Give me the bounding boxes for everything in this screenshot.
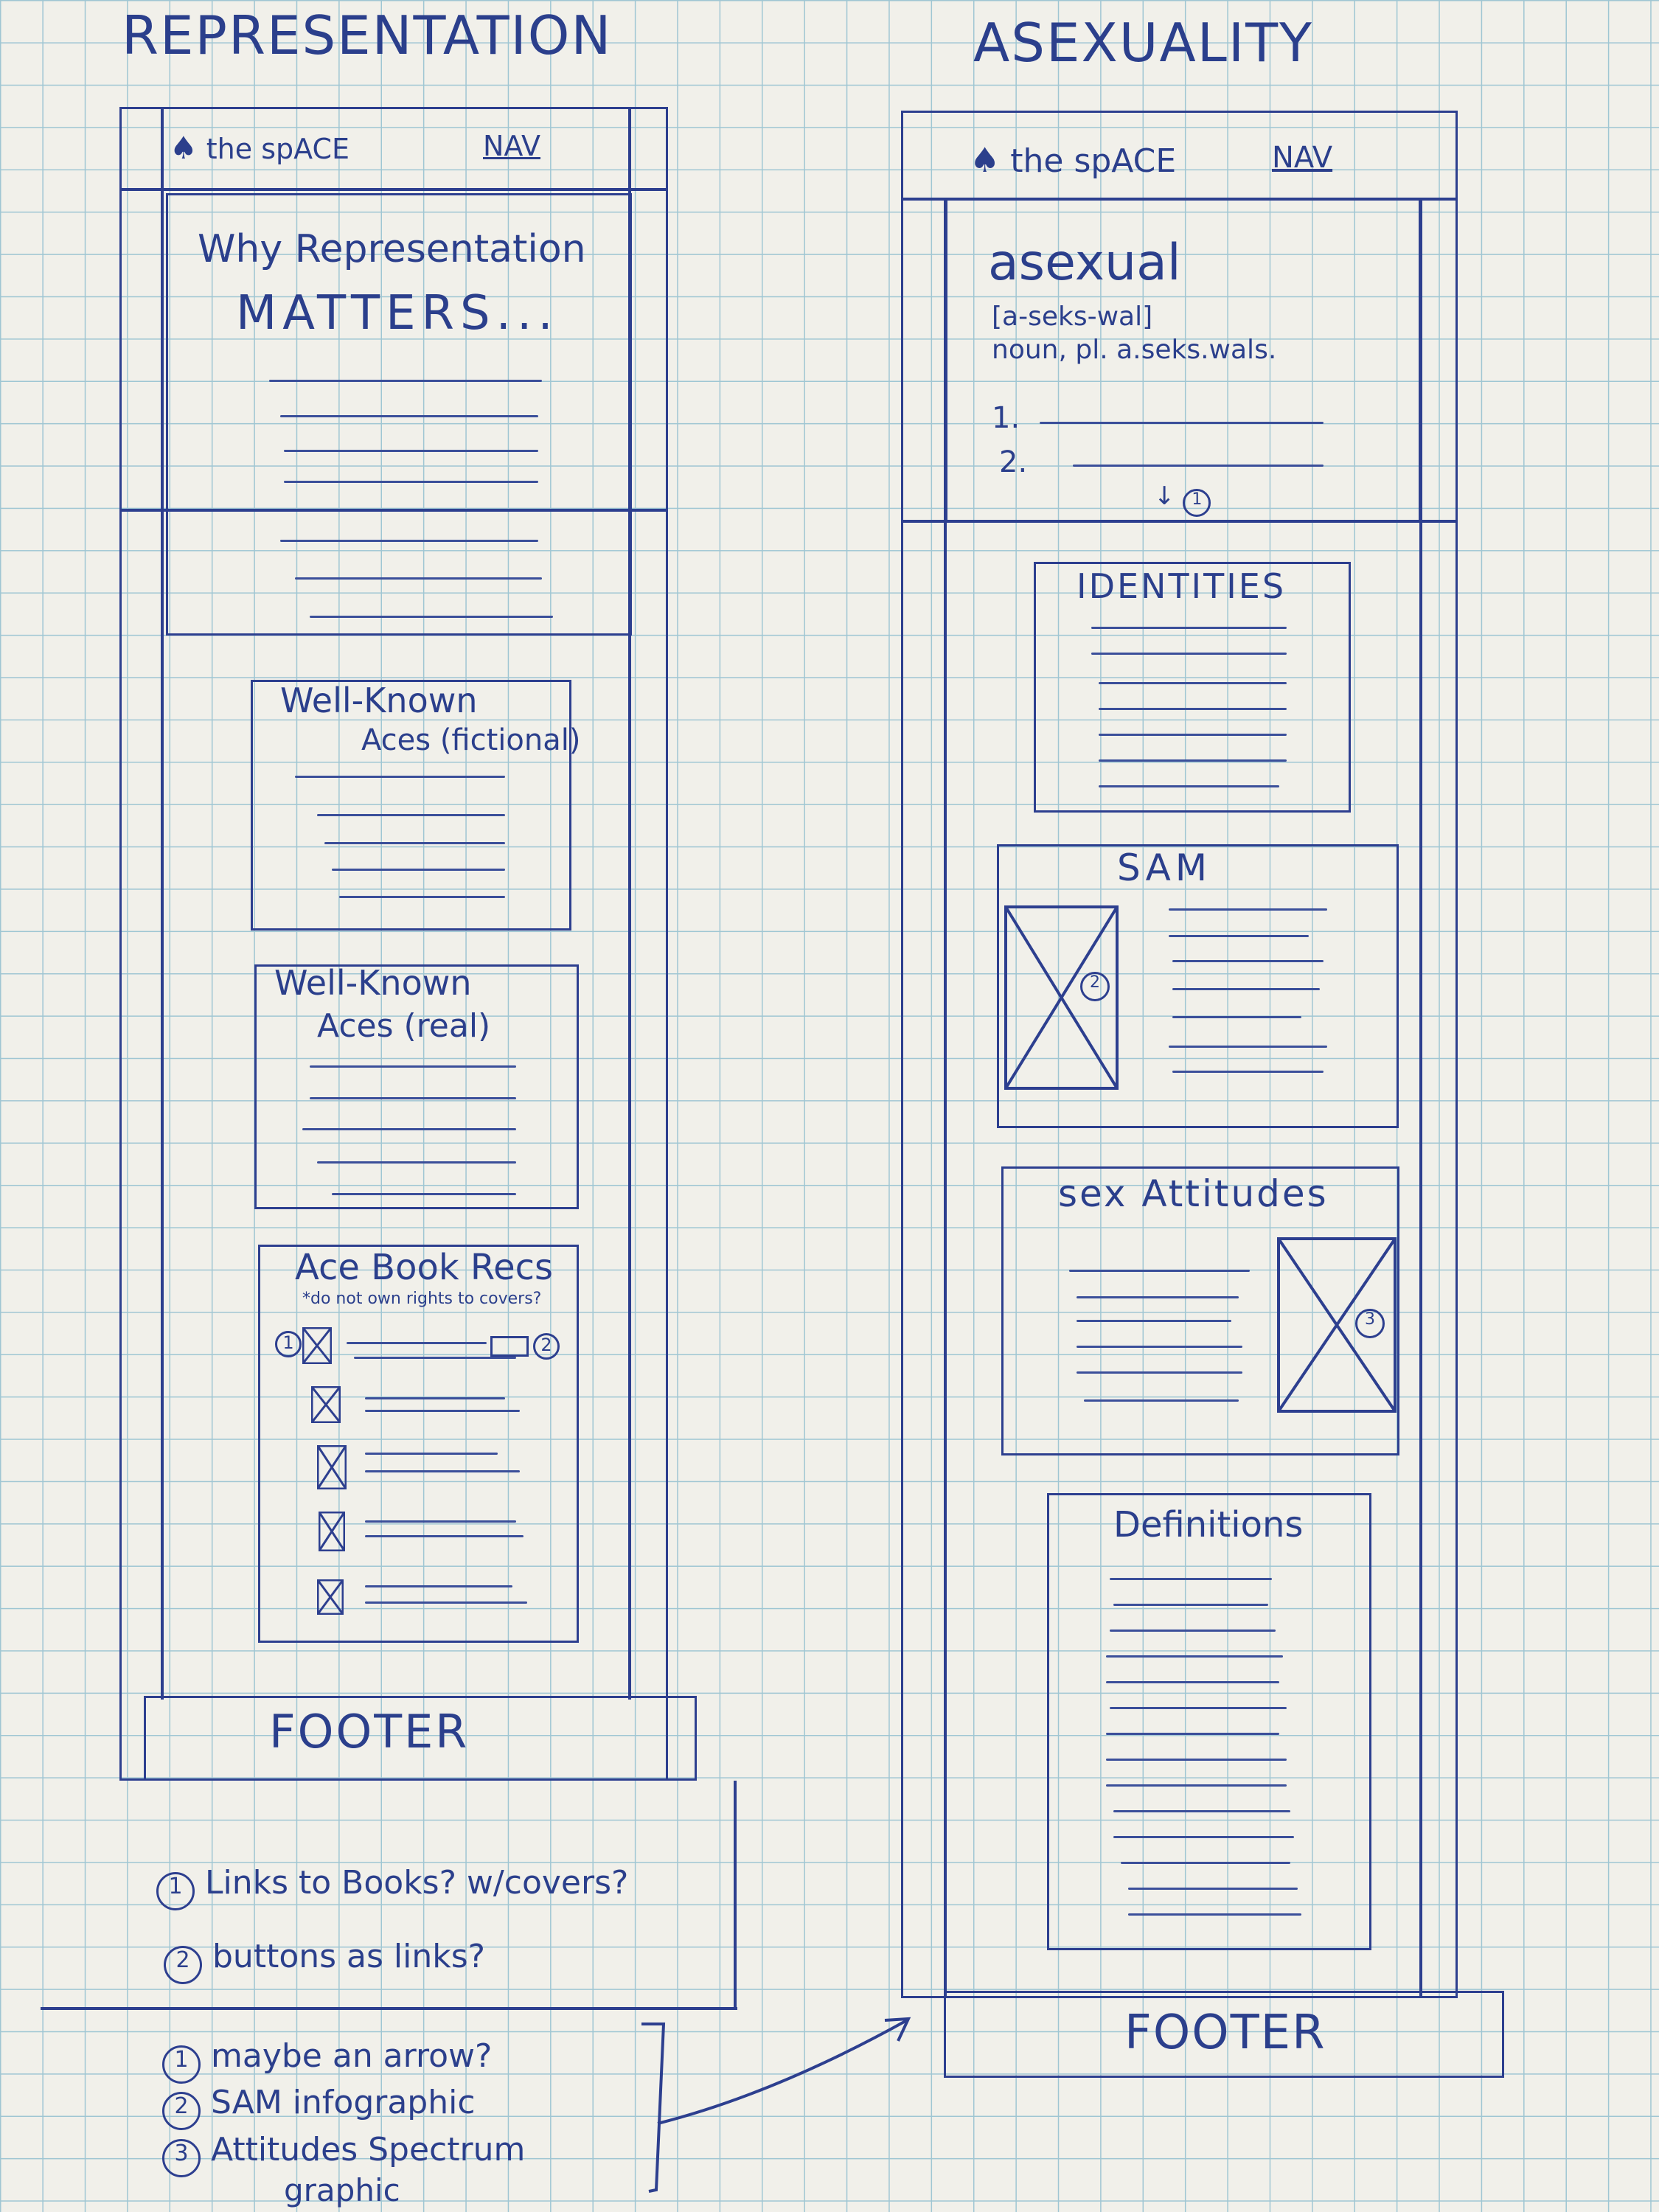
bottom-note-2: 2 SAM infographic [162,2084,476,2130]
right-part-of-speech: noun, pl. a.seks.wals. [992,335,1277,365]
right-footer [944,1991,1504,2078]
left-book-button[interactable] [490,1336,529,1357]
right-sam-marker: 2 [1080,972,1110,1001]
right-card-sam [997,844,1399,1128]
right-footer-label: FOOTER [1124,2006,1326,2060]
sam-infographic-image [1004,905,1119,1090]
right-def-num-2: 2. [999,445,1028,479]
left-note-1: 1 Links to Books? w/covers? [156,1865,628,1910]
right-sex-attitudes-title: sex Attitudes [1058,1172,1329,1215]
right-identities-title: IDENTITIES [1077,566,1287,606]
left-card-real-aces [254,964,579,1209]
book-cover-image[interactable] [302,1327,332,1364]
left-hero-title-line2: MATTERS... [236,286,559,341]
book-cover-image[interactable] [317,1579,344,1615]
right-scroll-arrow[interactable]: ↓ 1 [1154,481,1211,517]
right-phone-frame [901,111,1458,1998]
bottom-note-1: 1 maybe an arrow? [162,2038,492,2084]
book-cover-image[interactable] [319,1512,345,1551]
bottom-note-3-cont: graphic [284,2172,400,2208]
left-logo-text: the spACE [206,133,349,165]
book-cover-image[interactable] [317,1445,347,1489]
right-sam-title: SAM [1117,846,1212,889]
left-card-real-title-2: Aces (real) [317,1007,491,1045]
right-def-num-1: 1. [992,401,1020,435]
left-hero-section [166,193,632,636]
left-note-2: 2 buttons as links? [164,1938,485,1984]
right-card-sex-attitudes [1001,1166,1399,1455]
right-nav-link[interactable]: NAV [1272,141,1333,175]
left-page-title: REPRESENTATION [122,4,613,66]
left-card-real-title-1: Well-Known [274,963,472,1003]
right-definition-word: asexual [988,234,1181,292]
left-card-fictional-aces [251,680,571,931]
left-nav-link[interactable]: NAV [483,130,540,162]
right-card-definitions [1047,1493,1371,1950]
tree-icon: ♠ [970,140,1001,180]
left-footer [144,1696,697,1781]
left-card-fictional-title-1: Well-Known [280,681,478,720]
left-logo[interactable]: ♠ the spACE [170,131,349,165]
book-cover-image[interactable] [311,1386,341,1423]
left-footer-label: FOOTER [269,1705,470,1759]
tree-icon: ♠ [170,130,198,166]
right-logo[interactable]: ♠ the spACE [970,142,1176,179]
right-page-title: ASEXUALITY [973,12,1314,74]
left-marker-2: 2 [533,1333,560,1360]
right-logo-text: the spACE [1010,142,1177,180]
right-pronunciation: [a-seks-wal] [992,302,1153,332]
left-hero-title-line1: Why Representation [198,227,586,271]
left-header-divider [119,188,668,191]
right-card-identities [1034,562,1351,813]
bottom-note-3: 3 Attitudes Spectrum [162,2132,525,2177]
attitudes-spectrum-image [1277,1237,1397,1413]
right-attitudes-marker: 3 [1355,1309,1385,1338]
arrow-to-footer-icon [641,2017,911,2193]
left-card-book-recs [258,1245,579,1643]
left-book-recs-title: Ace Book Recs [295,1247,554,1288]
left-book-recs-note: *do not own rights to covers? [302,1290,542,1308]
arrow-down-icon: ↓ [1154,481,1175,511]
left-marker-1: 1 [275,1331,302,1357]
left-card-fictional-title-2: Aces (fictional) [361,723,581,757]
right-definitions-title: Definitions [1113,1504,1304,1545]
